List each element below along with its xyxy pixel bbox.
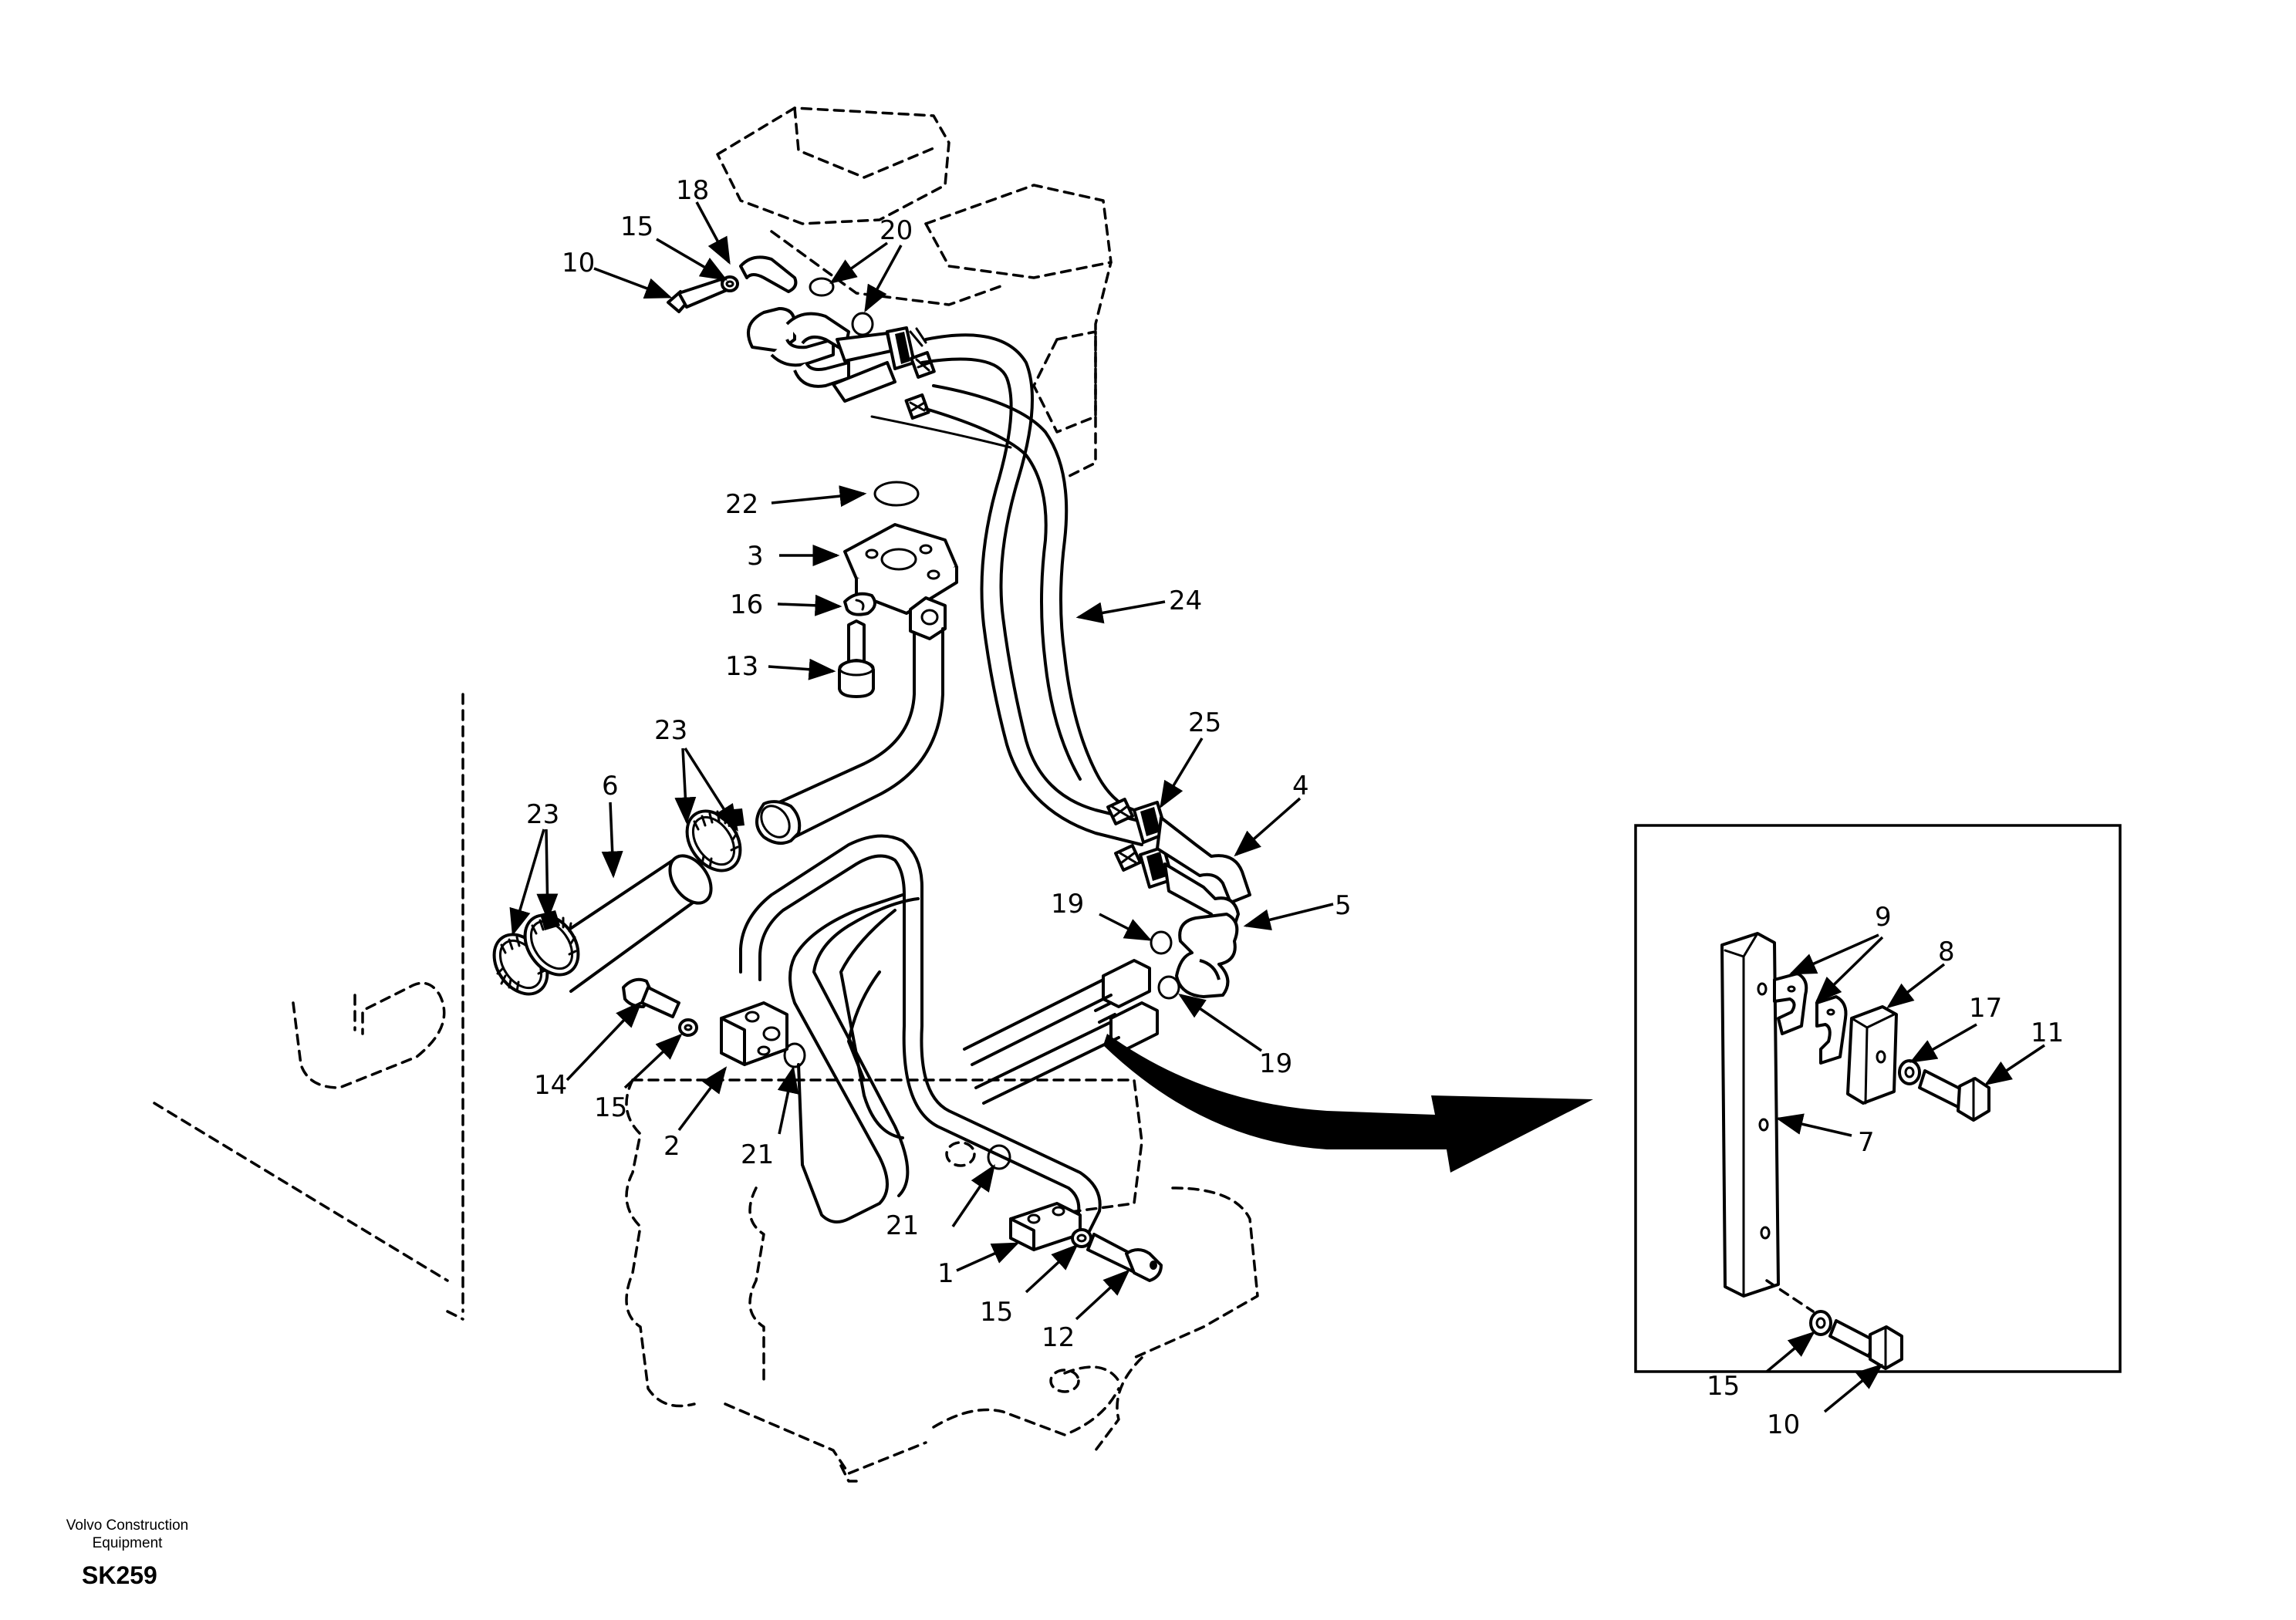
hose-crimp-25 [1106, 798, 1174, 889]
flange-3 [843, 523, 958, 615]
callout-17: 17 [1969, 993, 2002, 1024]
ghost-outline-pump-top [716, 106, 1113, 480]
washer-15-inset [1809, 1310, 1832, 1336]
detail-arrow [1103, 1034, 1593, 1173]
callout-21-lower: 21 [886, 1210, 919, 1241]
callout-12: 12 [1042, 1322, 1075, 1353]
callout-23-upper: 23 [654, 715, 687, 746]
flange-1 [1009, 1202, 1082, 1251]
callout-10-upper: 10 [562, 248, 595, 278]
callout-8: 8 [1938, 937, 1955, 967]
callout-6: 6 [602, 771, 619, 802]
callout-1: 1 [937, 1258, 954, 1289]
suction-pipe [755, 627, 944, 845]
callout-15-inset: 15 [1707, 1371, 1740, 1402]
flange-2 [720, 1001, 788, 1066]
tube-4 [1156, 816, 1251, 931]
clip-9 [1773, 972, 1848, 1065]
washer-16 [843, 592, 876, 616]
callout-25: 25 [1188, 707, 1221, 738]
callout-9: 9 [1875, 902, 1892, 933]
callout-13: 13 [725, 651, 758, 682]
o-ring-21-left [783, 1042, 806, 1068]
callout-7: 7 [1858, 1127, 1875, 1158]
callout-10-inset: 10 [1767, 1409, 1800, 1440]
bolt-10-inset [1828, 1319, 1903, 1370]
callout-20: 20 [880, 215, 913, 246]
callout-leaders [509, 201, 2045, 1413]
callout-14: 14 [534, 1070, 567, 1101]
o-rings-19 [1150, 930, 1180, 1000]
washer-15-left [678, 1018, 698, 1037]
sheet-code: SK259 [82, 1561, 157, 1589]
bracket-bolt-axis [1765, 1279, 1815, 1313]
hose-crimp-upper [886, 326, 936, 420]
bolt-14 [622, 977, 680, 1018]
callout-24: 24 [1169, 586, 1202, 616]
hose-24 [870, 333, 1143, 846]
callout-15-upper: 15 [620, 211, 653, 242]
washer-15-lower [1071, 1228, 1092, 1248]
bolt-10-upper [667, 278, 728, 313]
callout-22: 22 [725, 489, 758, 520]
upper-elbow-fittings [747, 307, 896, 403]
callout-15-lower: 15 [980, 1297, 1013, 1328]
credit-line-2: Equipment [92, 1535, 163, 1551]
callout-19-upper: 19 [1051, 889, 1084, 920]
bracket-plate-7 [1720, 932, 1780, 1298]
callout-21-left: 21 [741, 1139, 774, 1170]
callout-labels: 18 15 10 20 22 3 16 13 24 25 4 5 19 19 6… [526, 175, 2064, 1440]
flange-3-nut [909, 596, 947, 640]
callout-5: 5 [1335, 890, 1352, 921]
manufacturer-credit: Volvo Construction Equipment [31, 1517, 224, 1552]
clip-8 [1846, 1005, 1898, 1105]
credit-line-1: Volvo Construction [66, 1517, 189, 1534]
tube-5 [1175, 913, 1239, 998]
washer-17 [1898, 1059, 1921, 1085]
bolt-12 [1086, 1233, 1163, 1282]
o-ring-22 [873, 481, 920, 507]
screw-13 [838, 619, 875, 698]
clamp-18 [739, 255, 798, 293]
tube-adapters-right [1102, 959, 1159, 1051]
callout-4: 4 [1292, 771, 1309, 802]
ghost-outline-valve-block [625, 1078, 1259, 1483]
callout-11: 11 [2031, 1018, 2064, 1048]
callout-16: 16 [730, 589, 763, 620]
long-tubes [963, 978, 1120, 1105]
callout-2: 2 [663, 1131, 680, 1162]
callout-18: 18 [676, 175, 709, 206]
callout-19-lower: 19 [1259, 1048, 1292, 1079]
tube-loops [739, 834, 1102, 1236]
callout-15-left: 15 [594, 1092, 627, 1123]
bolt-11 [1918, 1069, 1990, 1122]
callout-23-lower: 23 [526, 799, 559, 830]
callout-3: 3 [747, 541, 764, 572]
ghost-outline-frame-left [153, 693, 464, 1321]
o-ring-21-lower [987, 1144, 1011, 1170]
